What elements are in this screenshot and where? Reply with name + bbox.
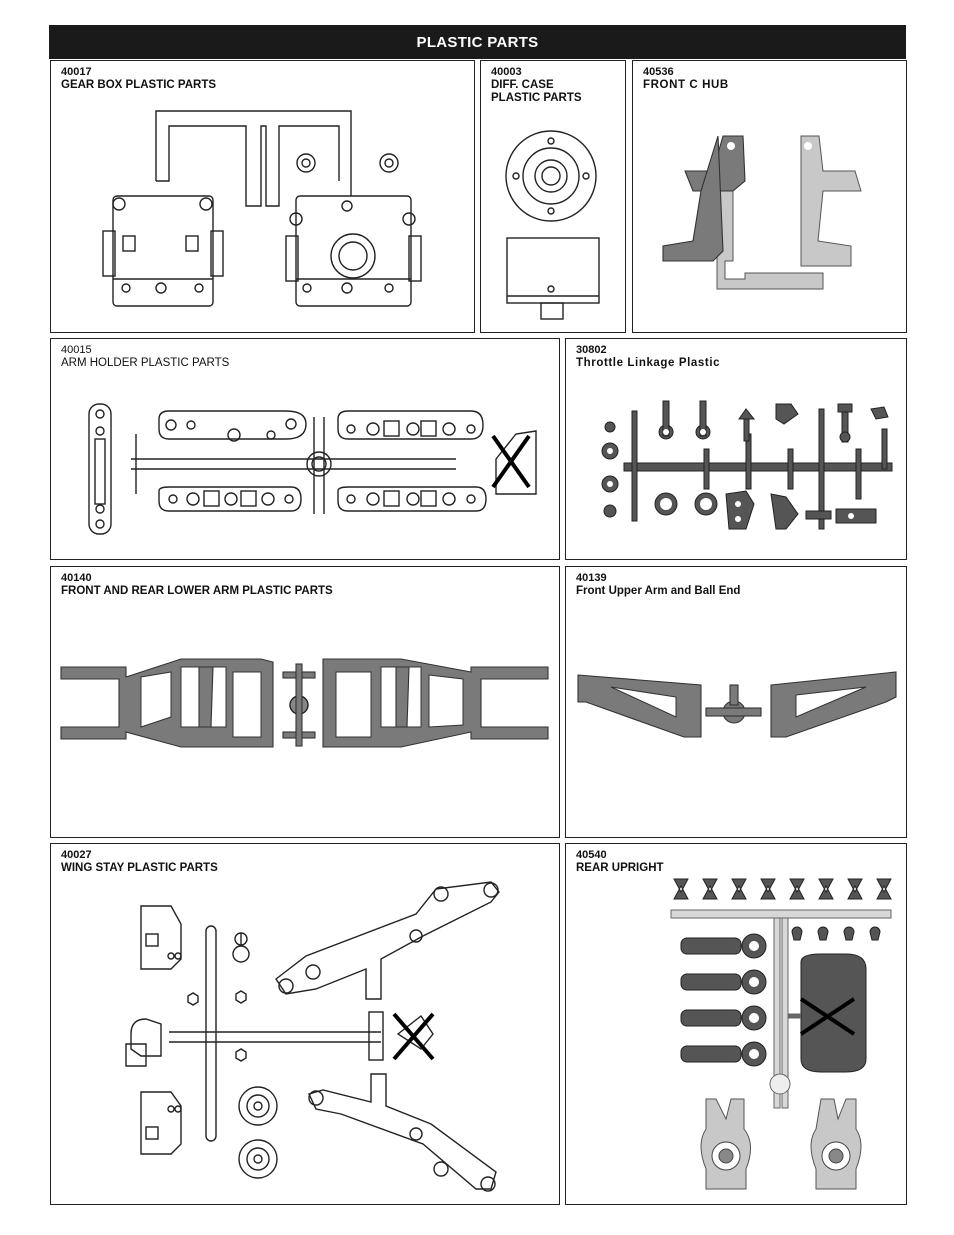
c-hub-drawing [662,135,862,290]
panel-rear-upright: 40540 REAR UPRIGHT [565,843,907,1205]
throttle-linkage-drawing [601,400,893,530]
panel-gearbox: 40017 GEAR BOX PLASTIC PARTS [50,60,475,333]
part-label: Throttle Linkage Plastic [576,357,721,369]
rear-upright-drawing [670,878,892,1190]
part-code: 30802 [576,344,607,356]
part-label: GEAR BOX PLASTIC PARTS [61,79,217,91]
part-label: FRONT C HUB [643,79,729,91]
panel-upper-arm: 40139 Front Upper Arm and Ball End [565,566,907,838]
panel-front-c-hub: 40536 FRONT C HUB [632,60,907,333]
part-label: ARM HOLDER PLASTIC PARTS [61,357,230,369]
part-code: 40017 [61,66,92,78]
part-code: 40140 [61,572,92,584]
x-mark-icon [392,1012,435,1061]
part-label: WING STAY PLASTIC PARTS [61,862,218,874]
panel-throttle-linkage: 30802 Throttle Linkage Plastic [565,338,907,560]
part-code: 40027 [61,849,92,861]
wing-stay-drawing [125,881,500,1192]
part-code: 40139 [576,572,607,584]
part-code: 40015 [61,344,92,356]
part-code: 40003 [491,66,522,78]
x-mark-icon [491,434,531,489]
part-label: DIFF. CASE PLASTIC PARTS [491,79,582,104]
arm-holder-drawing [88,403,537,535]
panel-wing-stay: 40027 WING STAY PLASTIC PARTS [50,843,560,1205]
panel-arm-holder: 40015 ARM HOLDER PLASTIC PARTS [50,338,560,560]
part-code: 40540 [576,849,607,861]
page-title: PLASTIC PARTS [416,33,539,51]
page-header: PLASTIC PARTS [49,25,906,59]
part-code: 40536 [643,66,674,78]
x-mark-icon [799,997,856,1036]
diff-case-drawing [505,130,600,320]
part-label: REAR UPRIGHT [576,862,664,874]
panel-lower-arm: 40140 FRONT AND REAR LOWER ARM PLASTIC P… [50,566,560,838]
lower-arm-drawing [60,658,549,748]
part-label: Front Upper Arm and Ball End [576,585,741,597]
gearbox-drawing [102,110,422,307]
panel-diff-case: 40003 DIFF. CASE PLASTIC PARTS [480,60,626,333]
upper-arm-drawing [577,671,897,738]
part-label: FRONT AND REAR LOWER ARM PLASTIC PARTS [61,585,333,597]
